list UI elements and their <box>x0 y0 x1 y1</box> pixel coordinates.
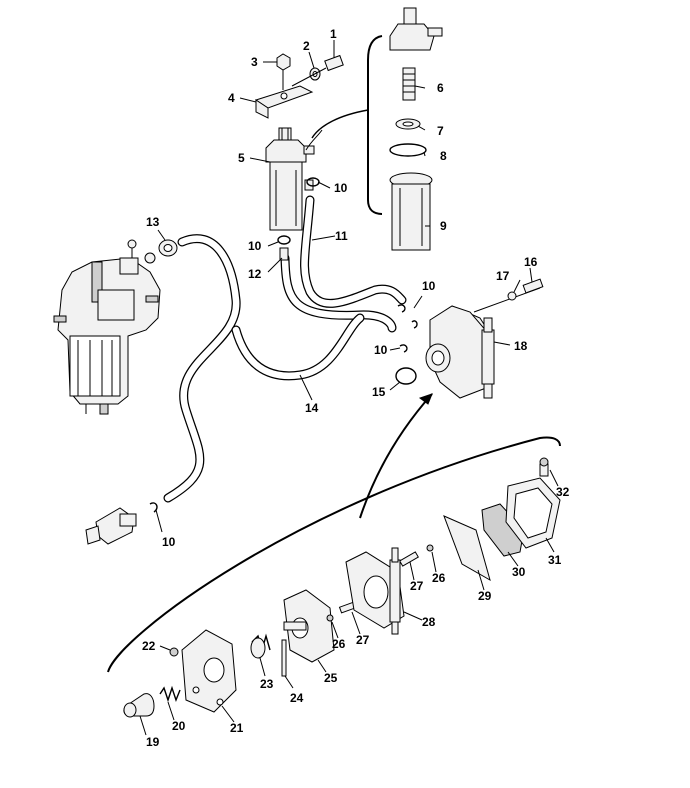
injection-pump <box>53 239 161 415</box>
callout-15: 15 <box>372 385 386 399</box>
inlet-fitting <box>85 502 158 545</box>
callout-25: 25 <box>324 671 338 685</box>
callout-28: 28 <box>422 615 436 629</box>
callout-19: 19 <box>146 735 160 749</box>
callout-10-pump-top: 10 <box>422 279 436 293</box>
callout-26-upper: 26 <box>432 571 446 585</box>
callout-18: 18 <box>514 339 528 353</box>
callout-17: 17 <box>496 269 510 283</box>
callout-14: 14 <box>305 401 319 415</box>
callout-12: 12 <box>248 267 262 281</box>
callout-30: 30 <box>512 565 526 579</box>
detail-arrow <box>359 393 433 519</box>
fuel-hoses <box>163 195 407 503</box>
callout-1: 1 <box>330 27 337 41</box>
callout-11: 11 <box>335 229 348 243</box>
transfer-pump-assembly <box>395 278 544 399</box>
callout-8: 8 <box>440 149 447 163</box>
callout-5: 5 <box>238 151 245 165</box>
leader-lines <box>139 40 559 736</box>
callout-10-inlet: 10 <box>162 535 176 549</box>
callout-10-filter-top: 10 <box>334 181 348 195</box>
callout-22: 22 <box>142 639 156 653</box>
callout-10-pump-side: 10 <box>374 343 388 357</box>
filter-bowl-detail <box>311 7 443 251</box>
callout-labels: 1 2 3 4 5 6 7 8 9 10 10 10 10 10 11 12 1… <box>142 27 570 749</box>
callout-27-lower: 27 <box>356 633 370 647</box>
callout-23: 23 <box>260 677 274 691</box>
callout-32: 32 <box>556 485 570 499</box>
callout-29: 29 <box>478 589 492 603</box>
callout-9: 9 <box>440 219 447 233</box>
callout-13: 13 <box>146 215 160 229</box>
callout-21: 21 <box>230 721 244 735</box>
callout-27-upper: 27 <box>410 579 424 593</box>
fuel-filter-assembly <box>265 127 323 231</box>
callout-31: 31 <box>548 553 562 567</box>
callout-6: 6 <box>437 81 444 95</box>
callout-4: 4 <box>228 91 235 105</box>
callout-2: 2 <box>303 39 310 53</box>
callout-7: 7 <box>437 124 444 138</box>
callout-3: 3 <box>251 55 258 69</box>
exploded-pump-detail <box>107 436 561 718</box>
callout-20: 20 <box>172 719 186 733</box>
callout-26-lower: 26 <box>332 637 346 651</box>
callout-16: 16 <box>524 255 538 269</box>
mounting-bracket-hardware <box>254 53 344 119</box>
callout-10-filter-bottom: 10 <box>248 239 262 253</box>
callout-24: 24 <box>290 691 304 705</box>
fitting-nut-13 <box>158 239 178 257</box>
